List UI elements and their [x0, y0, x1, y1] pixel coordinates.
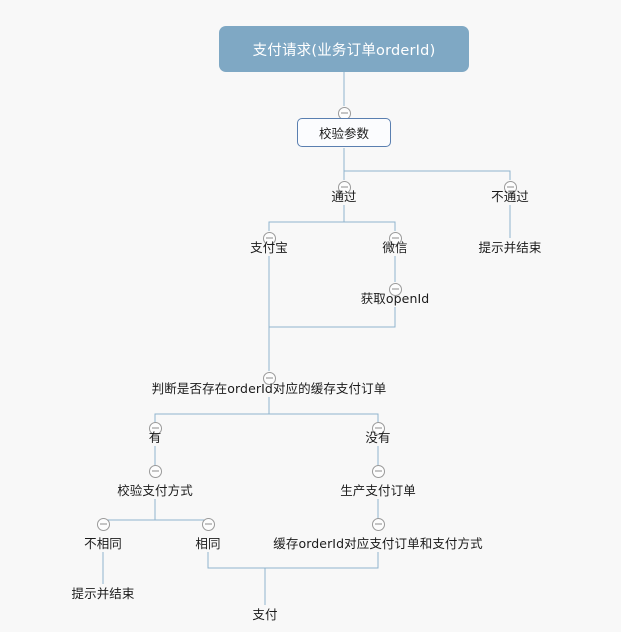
node-payment-request[interactable]: 支付请求(业务订单orderId)	[219, 26, 469, 72]
node-has-cache[interactable]: 有	[148, 430, 162, 445]
edge-check-to-has	[154, 397, 270, 422]
node-not-same[interactable]: 不相同	[84, 536, 122, 551]
collapse-minus-icon-check-cache[interactable]	[262, 371, 276, 385]
node-pay[interactable]: 支付	[252, 607, 278, 622]
node-check-cache[interactable]: 判断是否存在orderId对应的缓存支付订单	[151, 381, 387, 396]
node-fail-end[interactable]: 提示并结束	[478, 240, 542, 255]
edge-check-to-none	[269, 413, 379, 422]
node-alipay[interactable]: 支付宝	[250, 240, 288, 255]
node-not-same-end[interactable]: 提示并结束	[71, 586, 135, 601]
node-same[interactable]: 相同	[195, 536, 221, 551]
node-fail[interactable]: 不通过	[491, 189, 529, 204]
node-pass[interactable]: 通过	[331, 189, 357, 204]
node-get-openid[interactable]: 获取openId	[360, 291, 430, 306]
edge-pass-to-alipay	[268, 205, 345, 231]
collapse-minus-icon-get-openid[interactable]	[388, 282, 402, 296]
collapse-minus-icon-fail[interactable]	[503, 180, 517, 194]
collapse-minus-icon-pass[interactable]	[337, 180, 351, 194]
edge-converge-to-pay	[207, 552, 379, 569]
collapse-minus-icon-same[interactable]	[201, 517, 215, 531]
node-validate-params[interactable]: 校验参数	[297, 118, 391, 147]
collapse-minus-icon-wechat[interactable]	[388, 231, 402, 245]
node-cache-order[interactable]: 缓存orderId对应支付订单和支付方式	[273, 536, 483, 551]
node-wechat[interactable]: 微信	[382, 240, 408, 255]
collapse-minus-icon-alipay[interactable]	[262, 231, 276, 245]
node-verify-pay-method[interactable]: 校验支付方式	[117, 483, 193, 498]
node-create-order[interactable]: 生产支付订单	[340, 483, 416, 498]
edge-verify-to-notsame	[102, 499, 156, 528]
edge-pass-to-wechat	[344, 221, 396, 231]
edge-branches-to-check-cache	[268, 256, 396, 328]
edge-verify-to-same	[155, 519, 209, 528]
collapse-minus-icon-verify-pay-method[interactable]	[148, 464, 162, 478]
edge-validate-to-fail	[343, 148, 511, 180]
collapse-minus-icon-has-cache[interactable]	[148, 421, 162, 435]
collapse-minus-icon-create-order[interactable]	[371, 464, 385, 478]
node-validate-params-label: 校验参数	[318, 126, 369, 141]
node-payment-request-label: 支付请求(业务订单orderId)	[252, 42, 436, 59]
collapse-minus-icon-cache-order[interactable]	[371, 517, 385, 531]
node-no-cache[interactable]: 没有	[365, 430, 391, 445]
collapse-minus-icon-no-cache[interactable]	[371, 421, 385, 435]
collapse-minus-icon-not-same[interactable]	[96, 517, 110, 531]
